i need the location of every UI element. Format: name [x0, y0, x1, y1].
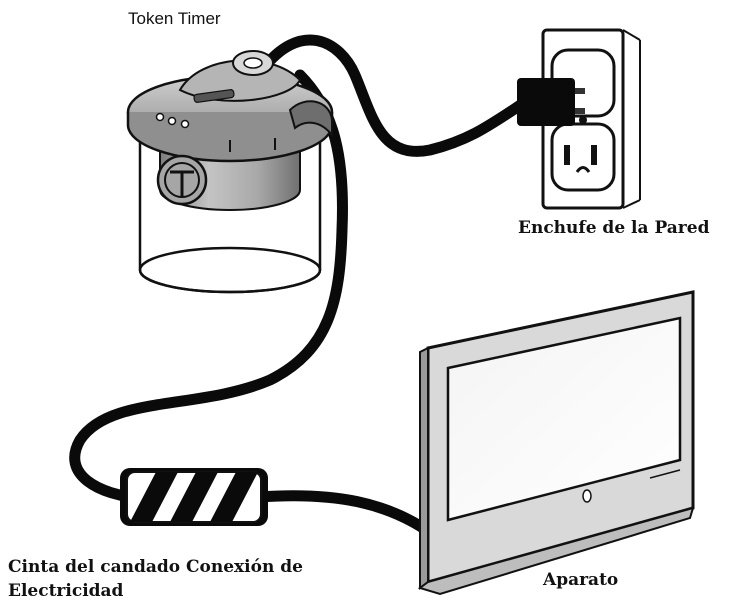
cable-to-outlet	[256, 34, 531, 157]
token-timer-label: Token Timer	[128, 9, 221, 28]
lock-tape-label-line2: Electricidad	[8, 581, 124, 601]
cable-to-lock-tape	[69, 69, 348, 504]
appliance-label: Aparato	[543, 570, 619, 590]
power-plug	[517, 78, 585, 126]
lock-tape	[120, 468, 268, 526]
appliance-tv	[417, 290, 695, 596]
cable-to-appliance	[252, 490, 446, 546]
token-timer-logo	[156, 154, 208, 206]
wall-outlet-label: Enchufe de la Pared	[518, 218, 710, 238]
lock-tape-label-line1: Cinta del candado Conexión de	[8, 557, 303, 577]
token-timer-device	[126, 50, 334, 294]
